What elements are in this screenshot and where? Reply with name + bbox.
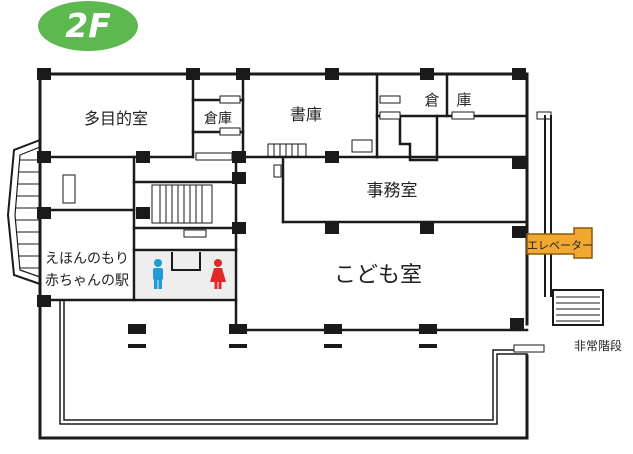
room-ehon-line1: えほんのもり xyxy=(45,251,129,267)
room-office: 事務室 xyxy=(367,181,418,201)
terrace-walls xyxy=(59,299,528,425)
toilet-partition xyxy=(171,252,201,271)
left-balcony xyxy=(6,139,41,285)
pillars xyxy=(37,68,526,348)
female-toilet-icon xyxy=(210,259,226,289)
room-library-storage: 書庫 xyxy=(290,105,322,124)
room-storage-small: 倉庫 xyxy=(204,110,232,127)
room-multipurpose: 多目的室 xyxy=(84,109,148,128)
elevator-label: エレベーター xyxy=(527,239,593,252)
floor-badge-bg xyxy=(38,1,138,51)
room-storage-right-1: 倉 xyxy=(424,91,439,109)
emergency-stairs-label: 非常階段 xyxy=(574,338,622,353)
emergency-stairs xyxy=(552,289,604,326)
right-corridor xyxy=(544,115,552,297)
floor-label: 2F xyxy=(65,6,111,45)
room-storage-right-2: 庫 xyxy=(456,91,471,109)
elevator xyxy=(526,227,593,259)
floor-badge: 2F xyxy=(38,1,138,51)
room-ehon-line2: 赤ちゃんの駅 xyxy=(45,273,129,289)
room-kids: こども室 xyxy=(334,263,422,288)
door-markers xyxy=(62,95,552,353)
inner-stairs xyxy=(151,143,307,224)
male-toilet-icon xyxy=(153,259,163,289)
interior-walls xyxy=(38,72,529,332)
